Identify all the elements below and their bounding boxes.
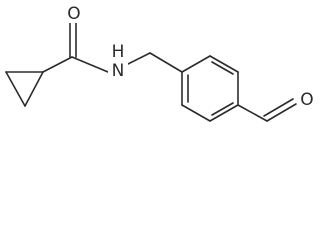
chemical-structure: O H N O xyxy=(5,3,317,122)
bond-ring-4 xyxy=(209,104,239,122)
bond-cyclopropyl-1 xyxy=(24,71,44,107)
bond-cyclopropyl-2 xyxy=(5,71,26,107)
bond-ring-inner-2 xyxy=(211,102,234,116)
bond-ring-inner-1 xyxy=(211,61,234,75)
amide-hydrogen-label: H xyxy=(112,42,125,62)
bond-ring-2 xyxy=(209,55,239,73)
bond-ring-aldehyde xyxy=(237,104,268,122)
bond-aldehyde-double-1 xyxy=(266,103,297,122)
amide-hydrogen-mask xyxy=(108,42,128,62)
bond-aldehyde-double-2 xyxy=(263,98,294,117)
bond-ring-carbonyl xyxy=(42,56,73,73)
bond-ring-5 xyxy=(181,104,211,122)
aldehyde-oxygen-mask xyxy=(297,89,317,109)
amide-oxygen-mask xyxy=(65,3,83,23)
aldehyde-oxygen-label: O xyxy=(300,90,313,110)
amide-nitrogen-label: N xyxy=(112,61,125,81)
bond-nitrogen-methylene xyxy=(125,52,151,66)
amide-oxygen-label: O xyxy=(67,4,80,24)
bond-ring-1 xyxy=(181,55,211,73)
bond-carbonyl-nitrogen xyxy=(71,56,109,73)
bond-methylene-ring xyxy=(149,52,183,73)
amide-nitrogen-mask xyxy=(108,61,128,81)
